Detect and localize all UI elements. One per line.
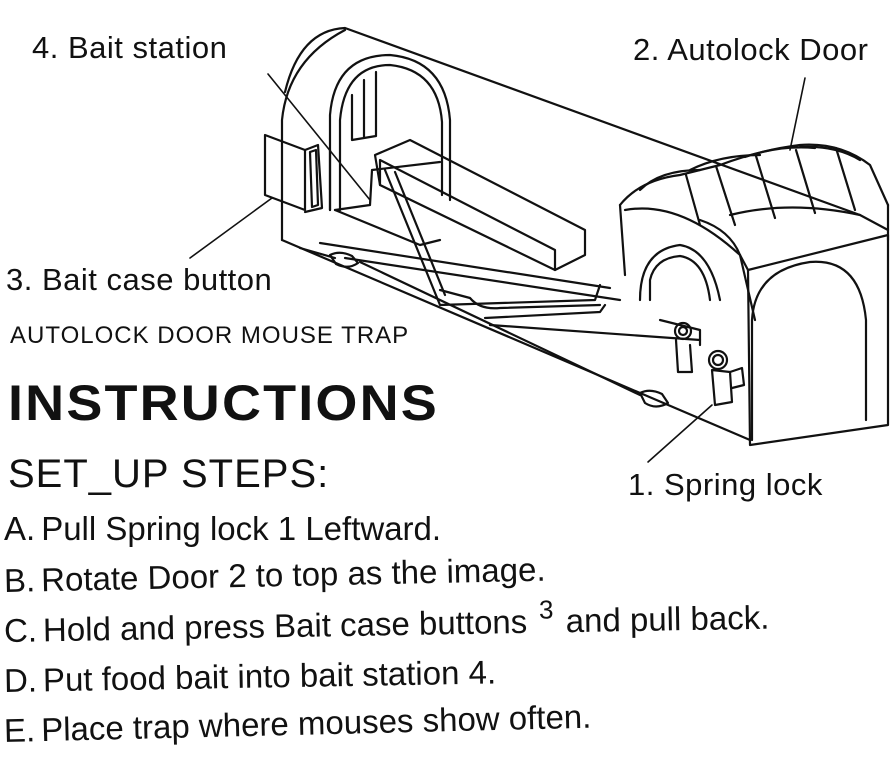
spring-lock-shape	[658, 318, 746, 407]
step-letter: B.	[3, 561, 36, 599]
step-letter: C.	[3, 611, 38, 649]
bait-case-button-callout: 3. Bait case button	[6, 262, 273, 297]
autolock-door-shape	[618, 143, 890, 322]
instructions-heading: INSTRUCTIONS	[8, 375, 439, 431]
front-opening	[738, 233, 890, 447]
bait-case-tray	[318, 138, 702, 342]
step-superscript: 3	[538, 594, 554, 625]
step-text: Pull Spring lock 1 Leftward.	[41, 510, 442, 547]
bait-station-arch	[328, 53, 452, 247]
setup-steps-title: SET_UP STEPS:	[8, 452, 330, 496]
step-text: Hold and press Bait case buttons	[42, 602, 528, 649]
bait-station-callout: 4. Bait station	[32, 30, 228, 65]
floor-rail	[298, 246, 670, 408]
step-letter: E.	[3, 711, 36, 749]
step-text: Put food bait into bait station 4.	[42, 653, 497, 699]
bait-case-button-shape	[263, 133, 324, 214]
step-letter: D.	[3, 661, 38, 699]
spring-lock-callout: 1. Spring lock	[628, 467, 823, 502]
step-a: A.Pull Spring lock 1 Leftward.	[4, 510, 441, 548]
leader-lines	[189, 73, 806, 463]
step-text-after: and pull back.	[565, 598, 770, 640]
product-subtitle: AUTOLOCK DOOR MOUSE TRAP	[10, 322, 410, 349]
step-letter: A.	[4, 510, 36, 547]
autolock-door-callout: 2. Autolock Door	[633, 32, 869, 67]
